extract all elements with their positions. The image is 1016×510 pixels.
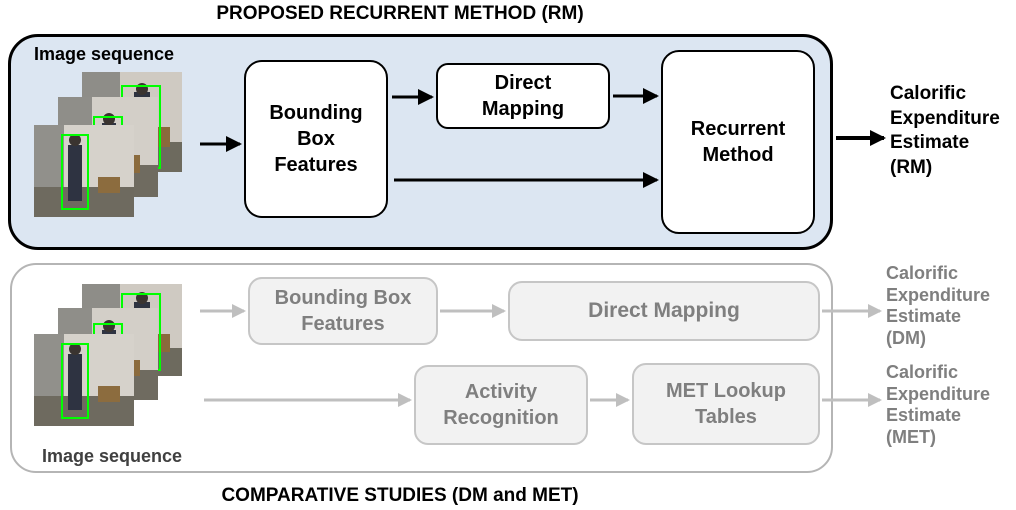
gray-bbox-label-line: Features — [301, 313, 385, 335]
rm-output-line: Expenditure — [890, 107, 1000, 129]
rm-output-line: Calorific — [890, 83, 967, 104]
met-output-line: Expenditure — [886, 383, 991, 404]
met-output-line: Estimate — [886, 405, 962, 426]
met-label-line: MET Lookup — [666, 380, 786, 402]
gray-bounding-box-features-box: Bounding Box Features — [248, 277, 438, 345]
activity-label-line: Activity — [464, 381, 538, 403]
bbox-label-line: Features — [274, 154, 358, 176]
gray-bbox-label-line: Bounding Box — [274, 287, 412, 309]
bbox-label-line: Box — [297, 128, 335, 150]
direct-mapping-box: Direct Mapping — [436, 63, 610, 129]
dm-output-line: Estimate — [886, 306, 962, 327]
image-frame — [34, 125, 134, 217]
recurrent-label-line: Recurrent — [690, 118, 786, 140]
bbox-label-line: Bounding — [269, 102, 363, 124]
top-sequence-label: Image sequence — [34, 44, 175, 64]
recurrent-label-line: Method — [702, 144, 774, 166]
met-output-label: Calorific Expenditure Estimate (MET) — [886, 362, 990, 448]
met-output-line: (MET) — [886, 426, 936, 447]
dm-output-line: (DM) — [886, 327, 926, 348]
dm-output-line: Calorific — [886, 263, 959, 283]
direct-mapping-label-line: Mapping — [481, 98, 565, 120]
gray-direct-mapping-box: Direct Mapping — [508, 281, 820, 341]
activity-recognition-box: Activity Recognition — [414, 365, 588, 445]
image-frame — [34, 334, 134, 426]
bottom-sequence-label: Image sequence — [42, 446, 183, 466]
met-lookup-tables-box: MET Lookup Tables — [632, 363, 820, 445]
rm-output-label: Calorific Expenditure Estimate (RM) — [890, 82, 1000, 181]
dm-output-label: Calorific Expenditure Estimate (DM) — [886, 263, 990, 349]
bottom-title: COMPARATIVE STUDIES (DM and MET) — [221, 485, 579, 506]
gray-direct-mapping-label: Direct Mapping — [588, 299, 740, 323]
met-label-line: Tables — [695, 406, 757, 428]
top-title: PROPOSED RECURRENT METHOD (RM) — [216, 3, 584, 24]
met-output-line: Calorific — [886, 362, 959, 382]
dm-output-line: Expenditure — [886, 284, 991, 305]
rm-output-line: Estimate — [890, 132, 970, 154]
rm-output-line: (RM) — [890, 157, 933, 179]
direct-mapping-label-line: Direct — [494, 72, 552, 94]
activity-label-line: Recognition — [443, 407, 559, 429]
recurrent-method-box: Recurrent Method — [661, 50, 815, 234]
bounding-box-features-box: Bounding Box Features — [244, 60, 388, 218]
